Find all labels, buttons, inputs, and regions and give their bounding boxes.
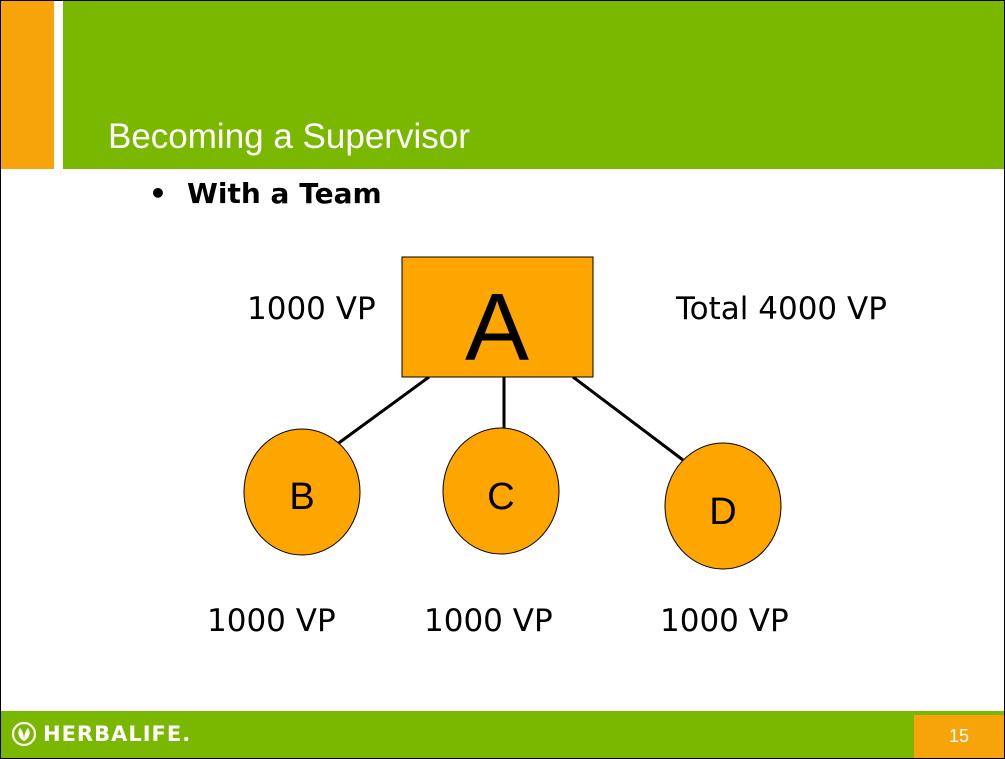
child-volume-c: 1000 VP bbox=[424, 603, 553, 639]
child-volume-b: 1000 VP bbox=[207, 603, 336, 639]
footer-band bbox=[1, 711, 1004, 758]
root-volume: 1000 VP bbox=[247, 291, 376, 327]
node-c-label: C bbox=[487, 476, 514, 518]
connector-a-d bbox=[572, 375, 684, 462]
node-a bbox=[401, 256, 594, 378]
node-c bbox=[442, 427, 560, 555]
leaf-icon bbox=[11, 721, 37, 747]
header-divider bbox=[54, 1, 63, 169]
team-diagram: A B C D bbox=[243, 256, 782, 570]
node-b-label: B bbox=[289, 476, 314, 518]
total-volume: Total 4000 VP bbox=[676, 291, 887, 327]
child-volume-d: 1000 VP bbox=[660, 603, 789, 639]
header-accent bbox=[1, 1, 54, 169]
bullet-text: With a Team bbox=[187, 177, 382, 210]
herbalife-logo: HERBALIFE. bbox=[11, 721, 191, 747]
node-d bbox=[664, 442, 782, 570]
node-b bbox=[243, 428, 361, 556]
bullet-item: • With a Team bbox=[149, 177, 382, 210]
header-band bbox=[1, 1, 1004, 169]
page-number: 15 bbox=[914, 715, 1004, 758]
node-d-label: D bbox=[709, 491, 736, 533]
bullet-icon: • bbox=[149, 177, 167, 210]
logo-text: HERBALIFE. bbox=[43, 722, 192, 746]
node-a-label: A bbox=[465, 274, 529, 381]
slide-title: Becoming a Supervisor bbox=[108, 117, 470, 156]
connector-a-b bbox=[335, 375, 430, 447]
